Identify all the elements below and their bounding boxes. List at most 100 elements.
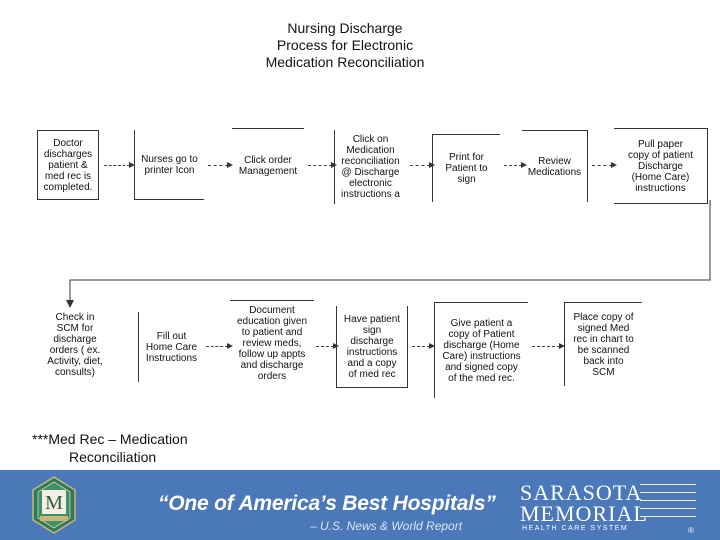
step-text: SCM — [592, 366, 615, 378]
step-text: Home Care — [145, 341, 198, 353]
step-text: discharge — [53, 334, 97, 345]
step-text: to patient and — [241, 327, 303, 338]
hospital-crest-logo: M — [32, 476, 76, 534]
footnote-line-1: ***Med Rec – Medication — [32, 431, 188, 447]
step-click-medication-reconciliation: Click on Medication reconciliation @ Dis… — [334, 130, 406, 204]
step-text: SCM for — [56, 323, 94, 334]
step-text: rec in chart to — [573, 333, 634, 345]
step-text: be scanned — [577, 344, 630, 356]
step-text: and a copy — [347, 357, 397, 369]
step-place-copy-in-chart: Place copy of signed Med rec in chart to… — [564, 302, 642, 386]
step-give-patient-copy: Give patient a copy of Patient discharge… — [434, 302, 528, 398]
step-text: orders — [257, 371, 287, 382]
step-review-medications: Review Medications — [522, 130, 588, 202]
step-text: Management — [238, 165, 298, 177]
step-text: Review — [538, 155, 571, 167]
step-text: Fill out — [156, 330, 187, 342]
step-text: completed. — [43, 181, 93, 193]
step-text: of med rec — [348, 368, 396, 380]
step-text: discharge — [350, 335, 394, 347]
flow-arrow — [412, 343, 435, 349]
title-line-3: Medication Reconciliation — [265, 54, 425, 70]
step-fill-out-home-care: Fill out Home Care Instructions — [138, 312, 204, 382]
step-text: Click on — [352, 134, 389, 145]
award-quote: “One of America’s Best Hospitals” — [158, 492, 496, 515]
step-text: Place copy of — [573, 311, 634, 323]
step-text: Patient to — [445, 163, 488, 174]
step-text: Instructions — [145, 352, 198, 364]
step-text: Discharge — [637, 160, 683, 172]
registered-mark: ® — [688, 526, 694, 535]
step-pull-paper-copy: Pull paper copy of patient Discharge (Ho… — [614, 128, 708, 204]
step-text: follow up appts — [238, 349, 306, 360]
step-text: instructions a — [341, 189, 400, 200]
logo-letter: M — [45, 492, 63, 514]
step-text: Click order — [244, 154, 292, 166]
flow-arrow — [504, 162, 527, 168]
step-text: patient & — [48, 159, 88, 171]
step-text: back into — [583, 355, 624, 367]
flow-arrow — [208, 162, 233, 168]
step-check-scm-orders: Check in SCM for discharge orders ( ex. … — [34, 306, 116, 384]
step-text: Care) instructions — [442, 350, 521, 362]
row-connector — [66, 200, 711, 308]
step-doctor-discharges: Doctor discharges patient & med rec is c… — [37, 130, 99, 200]
title-line-2: Process for Electronic — [276, 37, 414, 53]
flow-arrow — [206, 343, 233, 349]
footer-banner: M “One of America’s Best Hospitals” – U.… — [0, 470, 720, 540]
step-text: med rec is — [44, 170, 92, 182]
flow-arrow — [592, 162, 617, 168]
step-text: Medication — [346, 145, 395, 156]
brand-name-line-1: SARASOTA — [520, 480, 643, 505]
step-text: @ Discharge — [341, 167, 400, 178]
step-text: Give patient a — [450, 317, 513, 329]
footnote-line-2: Reconciliation — [69, 449, 157, 465]
step-text: discharges — [43, 148, 93, 160]
brand-stripes — [640, 484, 696, 524]
step-text: Document — [249, 305, 295, 316]
step-text: and discharge — [240, 360, 304, 371]
step-text: Doctor — [53, 137, 83, 149]
step-text: Activity, diet, — [47, 356, 103, 367]
step-text: electronic — [349, 178, 392, 189]
step-text: discharge (Home — [443, 339, 520, 351]
award-attribution: – U.S. News & World Report — [310, 519, 463, 533]
step-text: instructions — [346, 346, 398, 358]
step-text: consults) — [54, 367, 95, 378]
step-text: sign — [457, 174, 476, 185]
flow-arrow — [532, 343, 565, 349]
step-text: of the med rec. — [448, 372, 515, 384]
flow-arrow — [316, 343, 339, 349]
step-text: instructions — [635, 182, 686, 194]
step-print-for-patient: Print for Patient to sign — [432, 134, 500, 202]
step-text: Pull paper — [637, 138, 683, 150]
page-title: Nursing Discharge Process for Electronic… — [220, 20, 470, 71]
flow-arrow — [410, 162, 435, 168]
step-click-order-management: Click order Management — [232, 128, 304, 202]
step-text: Check in — [55, 312, 95, 323]
footnote: ***Med Rec – Medication Reconciliation — [32, 430, 222, 466]
step-text: Nurses go to — [141, 153, 198, 165]
brand-tagline: HEALTH CARE SYSTEM — [522, 525, 629, 532]
step-text: copy of patient — [627, 149, 694, 161]
step-text: education given — [236, 316, 308, 327]
step-have-patient-sign: Have patient sign discharge instructions… — [336, 306, 408, 388]
step-text: signed Med — [577, 322, 630, 334]
step-text: printer Icon — [144, 164, 195, 176]
flow-arrow — [308, 162, 337, 168]
step-text: reconciliation — [341, 156, 400, 167]
step-text: copy of Patient — [448, 328, 515, 340]
title-line-1: Nursing Discharge — [287, 20, 403, 36]
step-text: orders ( ex. — [49, 345, 101, 356]
flow-arrow — [104, 162, 135, 168]
brand-name-line-2: MEMORIAL — [520, 501, 648, 526]
step-text: sign — [362, 324, 382, 336]
step-text: (Home Care) — [631, 171, 690, 183]
step-text: Have patient — [343, 313, 401, 325]
step-text: review meds, — [242, 338, 302, 349]
step-text: Medications — [527, 166, 582, 178]
step-document-education: Document education given to patient and … — [230, 300, 314, 386]
step-nurses-printer: Nurses go to printer Icon — [134, 130, 204, 200]
step-text: Print for — [448, 152, 484, 163]
step-text: and signed copy — [445, 361, 518, 373]
